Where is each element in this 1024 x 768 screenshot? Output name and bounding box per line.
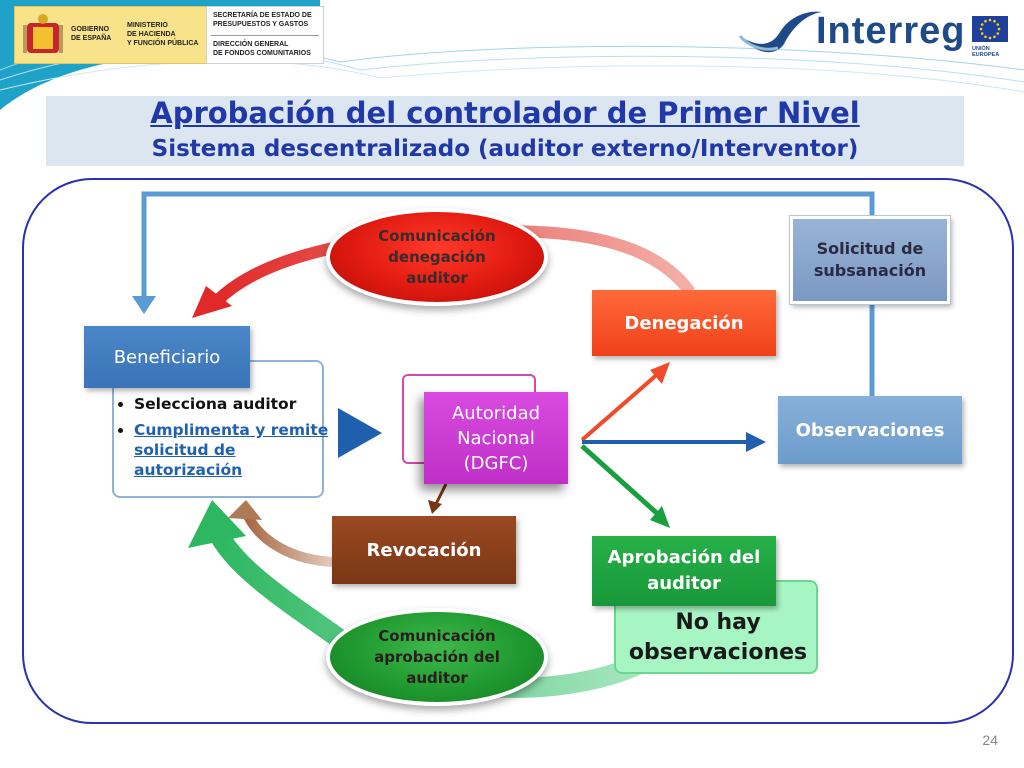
- box-solicitud-subsanacion-label: Solicitud de subsanación: [813, 239, 927, 280]
- gov-line-1: GOBIERNO: [71, 26, 110, 33]
- box-aprobacion-auditor-label: Aprobación del auditor: [607, 547, 761, 594]
- diagram-frame: [22, 178, 1014, 724]
- eu-label: UNIÓN EUROPEA: [972, 46, 1000, 58]
- interreg-wordmark: Interreg: [816, 10, 966, 52]
- secretaria-line-3: DIRECCIÓN GENERAL: [213, 41, 289, 48]
- box-revocacion: Revocación: [332, 516, 516, 584]
- submit-arrow: [338, 408, 382, 458]
- arrow-to-observaciones: [582, 432, 766, 452]
- box-observaciones: Observaciones: [778, 396, 962, 464]
- box-beneficiario: Beneficiario: [84, 326, 250, 388]
- arrow-to-denegacion: [580, 362, 670, 442]
- beneficiario-task-list: Selecciona auditor Cumplimenta y remite …: [120, 394, 334, 486]
- gov-line-2: DE ESPAÑA: [71, 35, 112, 42]
- page-subtitle: Sistema descentralizado (auditor externo…: [151, 136, 859, 162]
- page-title: Aprobación del controlador de Primer Niv…: [150, 96, 860, 130]
- arrow-to-aprobacion: [580, 444, 670, 528]
- oval-comunicacion-aprobacion: Comunicación aprobación del auditor: [326, 608, 548, 706]
- secretaria-line-2: PRESUPUESTOS Y GASTOS: [213, 21, 309, 28]
- task-cumplimenta-solicitud[interactable]: Cumplimenta y remite solicitud de autori…: [134, 420, 334, 480]
- oval-comunicacion-denegacion-label: Comunicación denegación auditor: [378, 226, 496, 287]
- box-autoridad-nacional: Autoridad Nacional (DGFC): [424, 392, 568, 484]
- box-denegacion: Denegación: [592, 290, 776, 356]
- box-aprobacion-auditor: Aprobación del auditor: [592, 536, 776, 606]
- revocation-return-arrow: [228, 500, 335, 567]
- ministry-line-2: DE HACIENDA: [127, 31, 176, 38]
- title-banner: [46, 96, 964, 166]
- secretaria-logo: SECRETARÍA DE ESTADO DE PRESUPUESTOS Y GA…: [206, 6, 324, 64]
- box-autoridad-nacional-label: Autoridad Nacional (DGFC): [451, 402, 541, 474]
- interreg-logo: Interreg UNIÓN EUROPEA: [736, 6, 1018, 66]
- box-solicitud-subsanacion: Solicitud de subsanación: [789, 215, 951, 305]
- secretaria-line-1: SECRETARÍA DE ESTADO DE: [213, 12, 312, 19]
- task-cumplimenta-solicitud-link[interactable]: Cumplimenta y remite solicitud de autori…: [134, 421, 329, 479]
- eu-flag-icon: [972, 16, 1008, 42]
- task-selecciona-auditor: Selecciona auditor: [134, 394, 334, 414]
- ministry-line-3: Y FUNCIÓN PÚBLICA: [127, 40, 199, 47]
- oval-comunicacion-aprobacion-label: Comunicación aprobación del auditor: [374, 626, 500, 687]
- coat-of-arms-icon: [23, 14, 63, 53]
- no-hay-observaciones-label: No hay observaciones: [628, 610, 808, 665]
- swoosh-icon: [738, 11, 822, 53]
- arrow-to-revocacion: [428, 483, 448, 514]
- secretaria-line-4: DE FONDOS COMUNITARIOS: [213, 50, 311, 57]
- secretaria-divider: [211, 35, 319, 36]
- oval-comunicacion-denegacion: Comunicación denegación auditor: [326, 208, 548, 306]
- page-number: 24: [982, 732, 998, 748]
- ministry-line-1: MINISTERIO: [127, 22, 168, 29]
- government-logo: GOBIERNO DE ESPAÑA MINISTERIO DE HACIENDA Y…: [14, 6, 210, 64]
